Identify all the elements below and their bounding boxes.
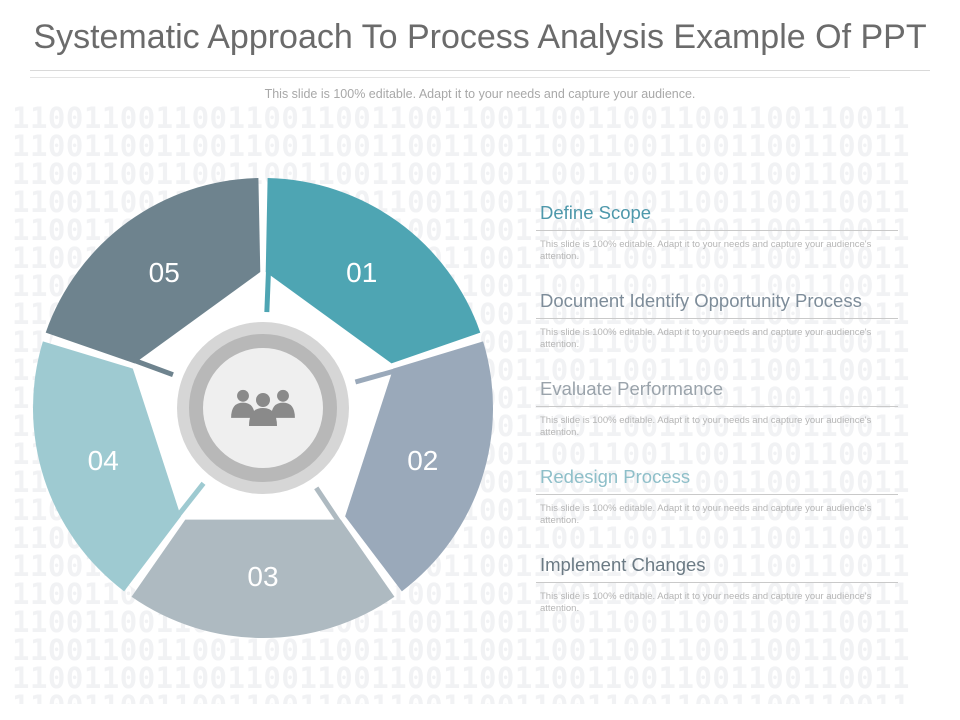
segment-number: 04 [88,445,119,476]
segment-number: 03 [247,561,278,592]
segment-connector [354,368,397,385]
step-description: This slide is 100% editable. Adapt it to… [540,327,872,350]
wheel-segment-04 [32,341,181,592]
segment-number: 01 [346,257,377,288]
step-title: Evaluate Performance [540,378,724,399]
people-group-icon [231,389,295,426]
step-title: Redesign Process [540,466,691,487]
segment-connector [264,270,272,313]
wheel-segment-02 [345,341,494,592]
segment-connector [314,486,342,525]
title-divider-short [30,77,850,78]
title-divider [30,70,930,71]
wheel-segment-05 [45,178,261,364]
segment-number: 02 [407,445,438,476]
step-divider [536,406,898,407]
slide-title: Systematic Approach To Process Analysis … [33,18,927,56]
segment-connector [132,357,174,378]
wheel-segment-01 [265,178,481,364]
step-description: This slide is 100% editable. Adapt it to… [540,503,872,526]
step-description: This slide is 100% editable. Adapt it to… [540,591,872,614]
step-divider [536,230,898,231]
step-divider [536,318,898,319]
step-description: This slide is 100% editable. Adapt it to… [540,415,872,438]
step-divider [536,582,898,583]
step-title: Document Identify Opportunity Process [540,290,862,311]
step-title: Define Scope [540,202,652,223]
step-description: This slide is 100% editable. Adapt it to… [540,239,872,262]
wheel-segment-03 [131,519,395,638]
segment-number: 05 [149,257,180,288]
step-title: Implement Changes [540,554,706,575]
segment-connector [175,481,206,518]
step-divider [536,494,898,495]
slide-subtitle: This slide is 100% editable. Adapt it to… [264,87,696,101]
